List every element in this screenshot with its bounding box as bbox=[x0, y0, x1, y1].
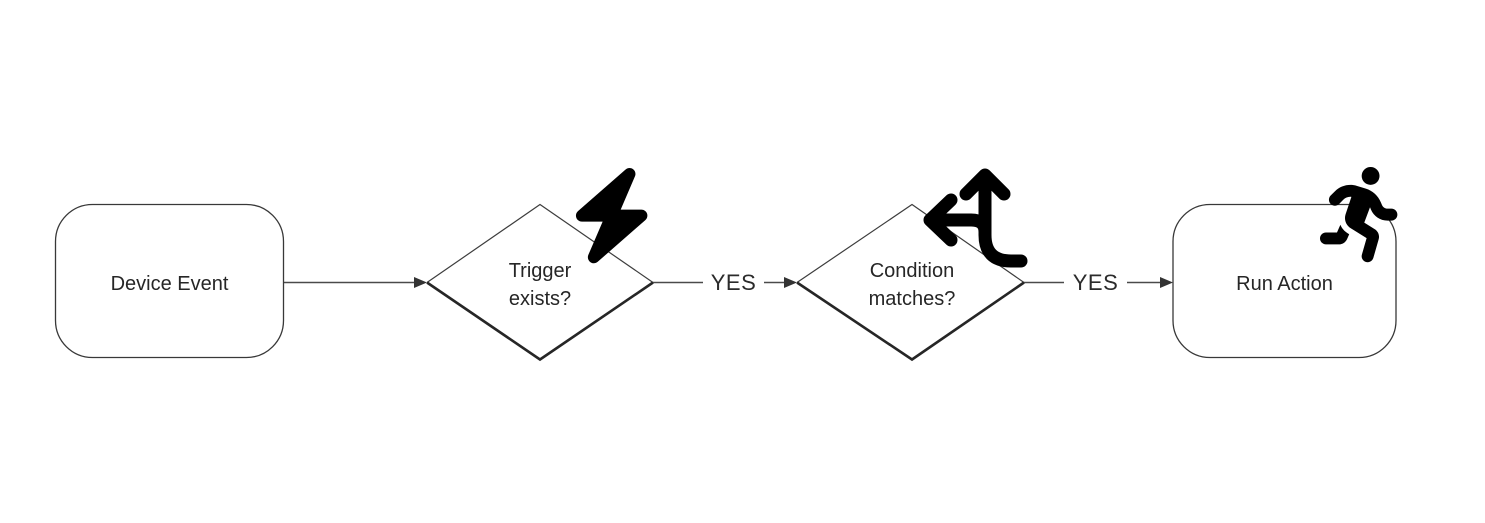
arrowhead-icon bbox=[1160, 277, 1173, 288]
split-arrows-branch bbox=[937, 213, 992, 239]
node-label-line2: exists? bbox=[509, 288, 571, 310]
decision-shape-bottom-edge bbox=[426, 281, 654, 362]
lightning-bolt-icon bbox=[575, 167, 648, 264]
process-shape bbox=[54, 203, 285, 359]
node-device-event: Device Event bbox=[54, 203, 285, 359]
split-arrows-icon bbox=[923, 168, 1028, 268]
node-trigger-exists: Trigger exists? bbox=[426, 203, 654, 362]
node-label-line1: Trigger bbox=[509, 260, 572, 282]
node-label: Device Event bbox=[111, 273, 229, 295]
node-label: Run Action bbox=[1236, 273, 1333, 295]
edge-label-yes: YES bbox=[711, 270, 757, 295]
decision-shape-top-edge bbox=[426, 203, 654, 283]
arrowhead-icon bbox=[414, 277, 427, 288]
split-arrows-up-chevron bbox=[959, 168, 1011, 201]
node-condition-matches: Condition matches? bbox=[796, 203, 1025, 362]
edge-trigger-to-condition: YES bbox=[653, 270, 797, 295]
node-label-line2: matches? bbox=[869, 288, 956, 310]
split-arrows-left-chevron bbox=[923, 193, 958, 247]
edge-device-to-trigger bbox=[284, 277, 427, 288]
node-label-line1: Condition bbox=[870, 260, 955, 282]
edge-label-yes: YES bbox=[1073, 270, 1119, 295]
arrowhead-icon bbox=[784, 277, 797, 288]
edge-condition-to-action: YES bbox=[1024, 270, 1173, 295]
decision-shape-bottom-edge bbox=[796, 281, 1025, 362]
running-person-icon bbox=[1320, 167, 1398, 263]
